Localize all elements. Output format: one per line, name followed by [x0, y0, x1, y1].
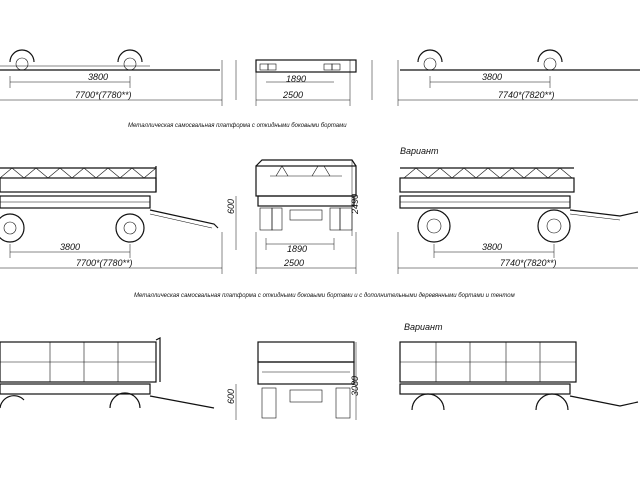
row2-rear-view: 1890 2500 2490: [255, 159, 360, 274]
row2-variant-wheelbase-dim: 3800: [482, 242, 502, 252]
row2-wheelbase-dim: 3800: [60, 242, 80, 252]
row3-side-view: 600: [0, 337, 237, 420]
row1-track-dim: 1890: [286, 74, 306, 84]
row1-variant-wheelbase-dim: 3800: [482, 72, 502, 82]
row1-length-dim: 7700*(7780**): [75, 90, 132, 100]
row2-variant-label: Вариант: [400, 146, 439, 156]
row2-height-dim: 2490: [350, 194, 360, 215]
row3-height-dim: 3080: [350, 376, 360, 396]
row2-width-dim: 2500: [283, 258, 304, 268]
row1-variant-view: 3800 7740*(7820**): [397, 49, 640, 106]
row1-width-dim: 2500: [282, 90, 303, 100]
row2-caption: Металлическая самосвальная платформа с о…: [128, 123, 347, 129]
row3-variant-view: [399, 341, 639, 411]
row3-caption: Металлическая самосвальная платформа с о…: [134, 293, 515, 299]
row1-variant-length-dim: 7740*(7820**): [498, 90, 555, 100]
row1-rear-view: 1890 2500: [235, 59, 373, 106]
row2-height-label: 600: [226, 199, 236, 214]
row2-variant-length-dim: 7740*(7820**): [500, 258, 557, 268]
row3-rear-view: 3080: [257, 341, 360, 420]
row2-track-dim: 1890: [287, 244, 307, 254]
row2-length-dim: 7700*(7780**): [76, 258, 133, 268]
row1-side-view: 3800 7700*(7780**): [0, 49, 223, 106]
row1-wheelbase-dim: 3800: [88, 72, 108, 82]
row2-side-view: 3800 7700*(7780**) 600: [0, 166, 237, 274]
row3-height-label: 600: [226, 389, 236, 404]
row2-variant-view: 3800 7740*(7820**): [397, 167, 639, 274]
row3-variant-label: Вариант: [404, 322, 443, 332]
